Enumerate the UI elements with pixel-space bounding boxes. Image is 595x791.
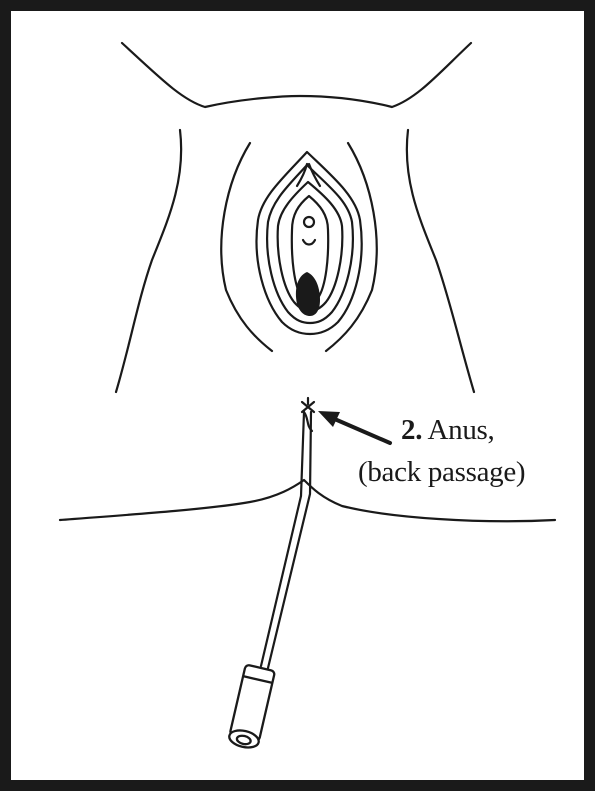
anus-mark	[302, 398, 314, 412]
anus-label-text: Anus,	[428, 414, 495, 446]
left-thigh-crease	[116, 130, 181, 392]
swab-shaft	[261, 412, 311, 668]
anus-label-line: 2. Anus,	[401, 413, 495, 448]
arrow-icon	[318, 411, 390, 443]
upper-body-outline	[122, 43, 471, 107]
right-outer-fold	[326, 143, 377, 351]
urethra-mark	[303, 240, 315, 245]
left-outer-fold	[221, 143, 272, 351]
vaginal-opening	[296, 272, 320, 316]
right-thigh-crease	[407, 130, 474, 392]
swab-icon	[228, 664, 275, 750]
step-number: 2.	[401, 414, 422, 446]
anus-label-detail: (back passage)	[358, 455, 525, 490]
clitoris-mark	[304, 217, 314, 227]
